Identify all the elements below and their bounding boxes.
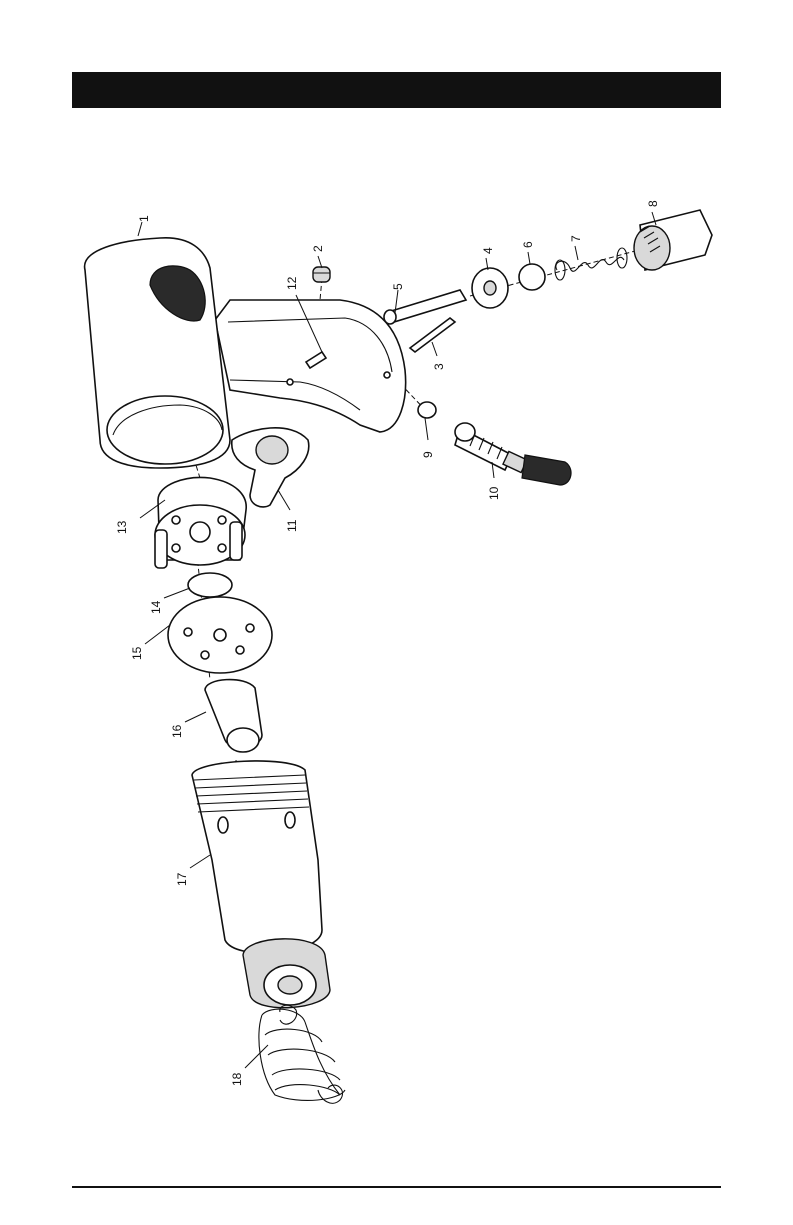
callout-12: 12 [285, 276, 299, 290]
part-13-cylinder-head [155, 477, 246, 568]
part-14-disc [188, 573, 232, 597]
callout-11: 11 [285, 519, 299, 532]
callout-5: 5 [391, 283, 405, 290]
part-5-valve-stem [384, 290, 466, 324]
callout-14: 14 [149, 600, 163, 614]
callout-7: 7 [569, 235, 583, 242]
callout-2: 2 [311, 245, 325, 252]
callout-6: 6 [521, 241, 535, 248]
callout-3: 3 [432, 363, 446, 370]
part-10-valve [455, 423, 571, 485]
callout-9: 9 [421, 451, 435, 458]
callout-13: 13 [115, 520, 129, 534]
part-8-threaded-cap [634, 210, 712, 270]
callout-18: 18 [230, 1072, 244, 1086]
part-4-washer [472, 268, 508, 308]
footer-rule [72, 1186, 721, 1188]
callout-10: 10 [487, 486, 501, 500]
callout-17: 17 [175, 872, 189, 886]
callout-16: 16 [170, 724, 184, 738]
part-15-plate [168, 597, 272, 673]
part-17-threaded-barrel [192, 761, 330, 1008]
callout-1: 1 [137, 215, 151, 222]
part-16-bushing [205, 680, 262, 752]
callout-4: 4 [481, 247, 495, 254]
callout-8: 8 [646, 200, 660, 207]
part-7-spring [555, 248, 627, 280]
part-2-plug [313, 267, 330, 282]
part-6-ball [519, 264, 545, 290]
callout-15: 15 [130, 646, 144, 660]
part-18-coil-spring [259, 1005, 345, 1103]
part-9-o-ring [418, 402, 436, 418]
